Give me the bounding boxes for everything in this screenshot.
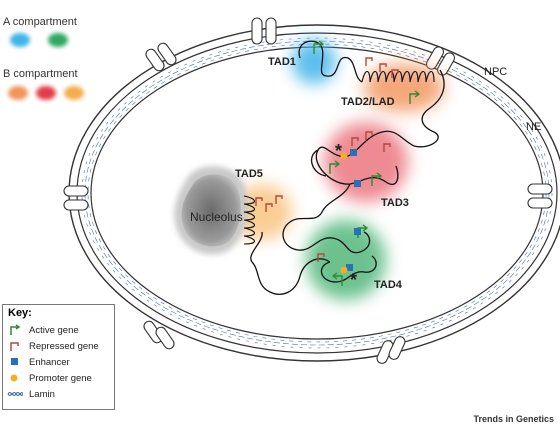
key-item-label: Active gene xyxy=(29,324,79,336)
b-compartment-orange-swatch xyxy=(8,86,28,100)
key-item-promoter: Promoter gene xyxy=(7,371,92,385)
key-item-label: Enhancer xyxy=(29,356,70,368)
active-gene-arrow-icon xyxy=(7,324,23,336)
key-item-label: Promoter gene xyxy=(29,372,92,384)
tad1-label: TAD1 xyxy=(268,56,296,68)
nucleolus xyxy=(174,166,248,255)
tad3-label: TAD3 xyxy=(381,197,409,209)
npc-label: NPC xyxy=(484,66,508,78)
tad5-label: TAD5 xyxy=(235,168,263,180)
promoters xyxy=(340,152,348,274)
b-compartment-red-swatch xyxy=(36,86,56,100)
enhancers xyxy=(346,149,361,271)
tad4-asterisk: * xyxy=(350,270,358,290)
chromatin-fiber xyxy=(250,40,445,295)
key-box: Key: Active gene Repressed gene Enhancer… xyxy=(2,304,115,410)
b-compartment-yellow-swatch xyxy=(64,86,84,100)
b-compartment-heading: B compartment xyxy=(3,68,78,80)
tad4-label: TAD4 xyxy=(374,279,402,291)
repressed-gene-icon xyxy=(7,340,23,352)
coiled-segments xyxy=(243,70,435,245)
enhancer-square-icon xyxy=(7,356,23,368)
key-item-label: Lamin xyxy=(29,388,55,400)
key-item-label: Repressed gene xyxy=(29,340,99,352)
key-item-enhancer: Enhancer xyxy=(7,355,70,369)
tad3-asterisk: * xyxy=(335,141,343,161)
nuclear-pores xyxy=(63,17,553,364)
tad2-lad-label: TAD2/LAD xyxy=(341,96,395,108)
promoter-dot-icon xyxy=(7,372,23,384)
ne-label: NE xyxy=(526,121,542,133)
lamin-network xyxy=(81,37,553,349)
journal-credit: Trends in Genetics xyxy=(473,414,554,424)
repressed-gene-marks xyxy=(255,57,399,262)
active-gene-arrows xyxy=(313,40,421,286)
key-item-lamin: Lamin xyxy=(7,387,55,401)
nucleolus-label: Nucleolus xyxy=(190,210,243,224)
compartment-glows xyxy=(232,40,444,300)
lamin-icon xyxy=(7,388,23,400)
key-title: Key: xyxy=(8,307,32,319)
a-compartment-green-swatch xyxy=(48,33,68,47)
key-item-active-gene: Active gene xyxy=(7,323,79,337)
a-compartment-heading: A compartment xyxy=(3,16,77,28)
a-compartment-blue-swatch xyxy=(10,33,30,47)
key-item-repressed-gene: Repressed gene xyxy=(7,339,99,353)
